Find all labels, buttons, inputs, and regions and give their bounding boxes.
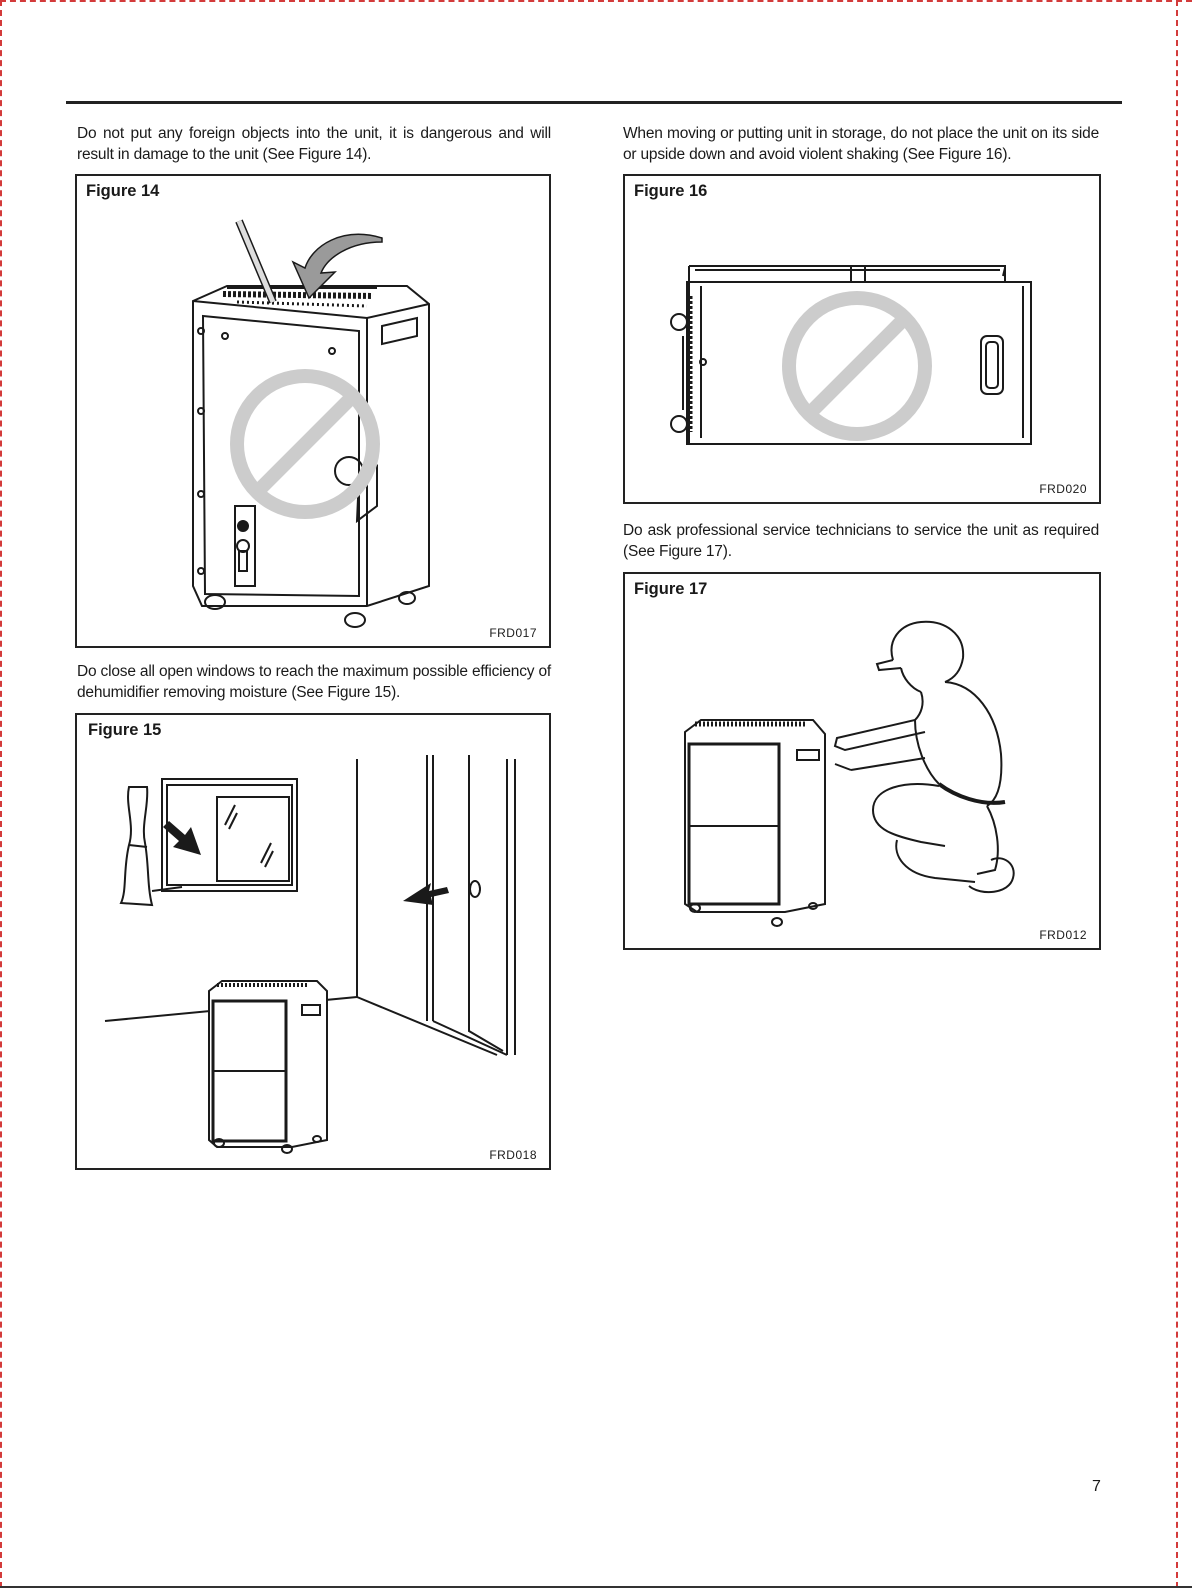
figure-14-illustration [192, 219, 430, 628]
paragraph-foreign-objects: Do not put any foreign objects into the … [77, 125, 551, 163]
figure-14: Figure 14 FRD017 [75, 174, 551, 648]
figure-16-title: Figure 16 [634, 182, 708, 200]
figure-15: Figure 15 FRD018 [75, 713, 551, 1170]
page-bottom-border [0, 1586, 1192, 1588]
figure-15-code: FRD018 [489, 1148, 537, 1162]
figure-14-title: Figure 14 [86, 182, 160, 200]
figure-17-code: FRD012 [1039, 928, 1087, 942]
crop-mark-left [0, 0, 2, 1588]
crop-mark-right [1176, 0, 1178, 1588]
figure-15-title: Figure 15 [88, 721, 162, 739]
crop-mark-top [0, 0, 1192, 2]
prohibition-icon [230, 369, 380, 519]
figure-17-illustration [684, 620, 1015, 927]
figure-17: Figure 17 FRD012 [623, 572, 1101, 950]
paragraph-close-windows: Do close all open windows to reach the m… [77, 663, 551, 701]
figure-14-code: FRD017 [489, 626, 537, 640]
header-rule [66, 101, 1122, 104]
paragraph-professional-service: Do ask professional service technicians … [623, 522, 1099, 560]
prohibition-icon [782, 291, 932, 441]
figure-16: Figure 16 FRD020 [623, 174, 1101, 504]
figure-15-illustration [104, 755, 516, 1154]
figure-16-code: FRD020 [1039, 482, 1087, 496]
figure-16-illustration [670, 265, 1032, 445]
page-number: 7 [1092, 1478, 1101, 1495]
paragraph-moving-storage: When moving or putting unit in storage, … [623, 125, 1099, 163]
figure-17-title: Figure 17 [634, 580, 708, 598]
